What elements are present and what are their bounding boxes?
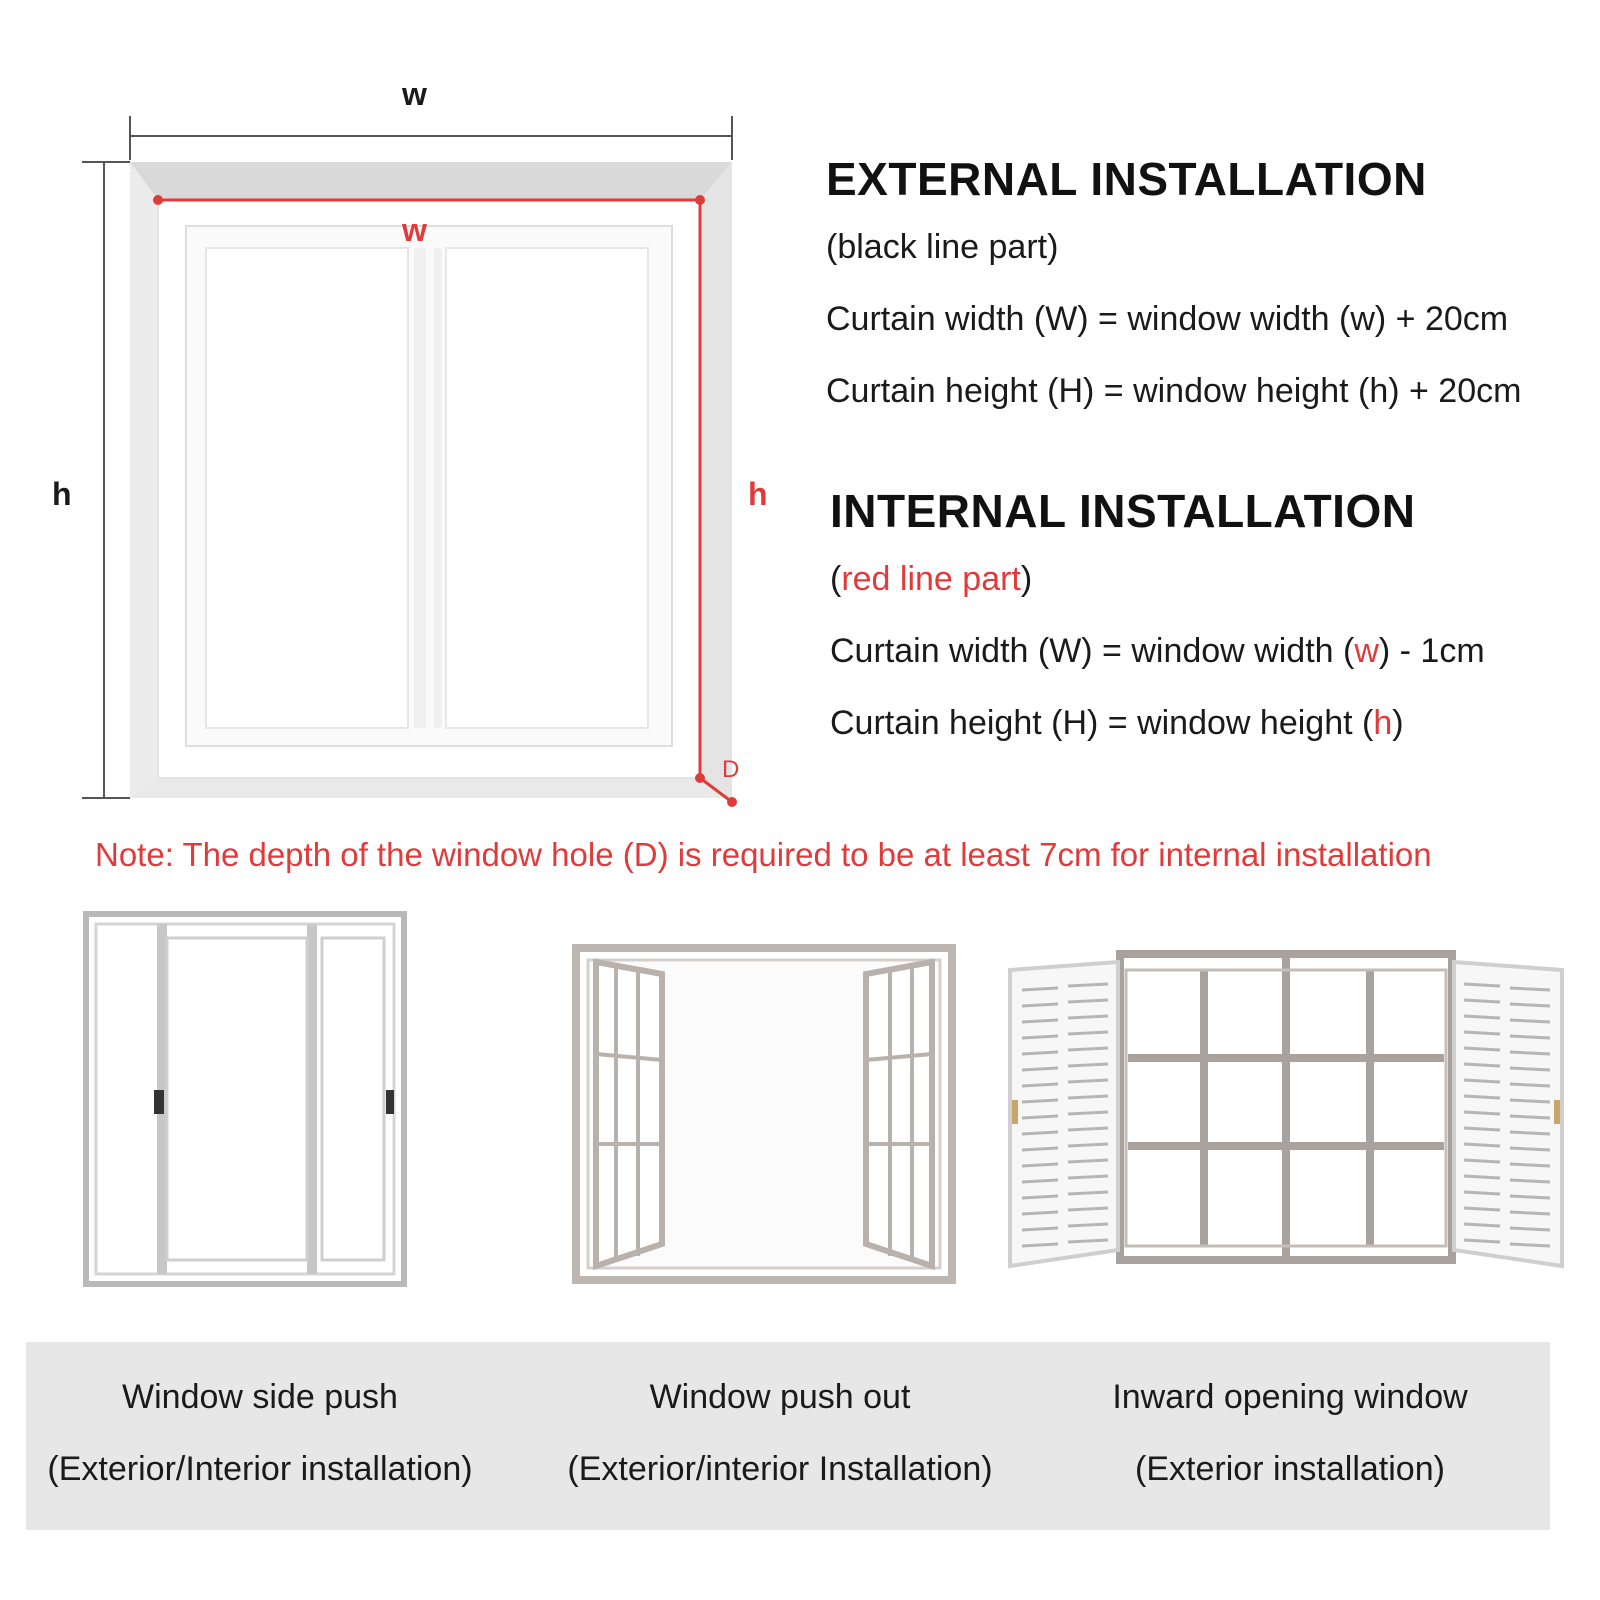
window-frame (157, 199, 701, 779)
push-out-window-illustration (572, 944, 956, 1284)
window-types-caption-band (26, 1342, 1550, 1530)
subtitle-red-text: red line part (841, 560, 1021, 598)
external-width-dimension (129, 116, 733, 160)
window-type-1-installation: (Exterior/Interior installation) (47, 1450, 473, 1488)
external-width-formula: Curtain width (W) = window width (w) + 2… (826, 300, 1509, 338)
internal-width-label: w (402, 212, 427, 248)
sliding-handle-right (386, 1090, 394, 1114)
external-height-label: h (52, 476, 72, 512)
window-type-2-name: Window push out (649, 1378, 911, 1416)
window-type-3-installation: (Exterior installation) (1135, 1450, 1445, 1488)
shutter-handle-left (1012, 1100, 1018, 1124)
shutter-handle-right (1554, 1100, 1560, 1124)
external-installation-title: EXTERNAL INSTALLATION (826, 153, 1427, 205)
subtitle-open: ( (830, 560, 842, 598)
external-installation-subtitle: (black line part) (826, 228, 1059, 266)
internal-height-suffix: ) (1392, 704, 1404, 742)
external-height-formula: Curtain height (H) = window height (h) +… (826, 372, 1522, 410)
internal-height-formula: Curtain height (H) = window height (h) (830, 704, 1404, 743)
inward-opening-window-illustration (1008, 950, 1564, 1269)
internal-height-prefix: Curtain height (H) = window height ( (830, 704, 1374, 742)
external-height-dimension (82, 161, 130, 799)
sliding-window-illustration (83, 911, 407, 1287)
depth-label: D (722, 756, 740, 783)
depth-note: Note: The depth of the window hole (D) i… (95, 836, 1432, 873)
internal-width-formula: Curtain width (W) = window width (w) - 1… (830, 632, 1485, 671)
subtitle-close: ) (1020, 560, 1033, 598)
internal-width-var: w (1354, 632, 1379, 670)
external-width-label: w (402, 76, 427, 112)
internal-height-var: h (1373, 704, 1393, 742)
internal-installation-subtitle: (red line part) (830, 560, 1032, 599)
internal-height-label: h (748, 476, 768, 512)
sliding-handle-left (154, 1090, 164, 1114)
window-type-2-installation: (Exterior/interior Installation) (567, 1450, 993, 1488)
internal-measure-lines (153, 195, 737, 807)
internal-width-suffix: ) - 1cm (1378, 632, 1485, 670)
window-type-3-name: Inward opening window (1112, 1378, 1468, 1416)
internal-width-prefix: Curtain width (W) = window width ( (830, 632, 1355, 670)
window-measurement-diagram (82, 116, 737, 807)
internal-installation-title: INTERNAL INSTALLATION (830, 485, 1416, 537)
window-type-1-name: Window side push (122, 1378, 398, 1416)
